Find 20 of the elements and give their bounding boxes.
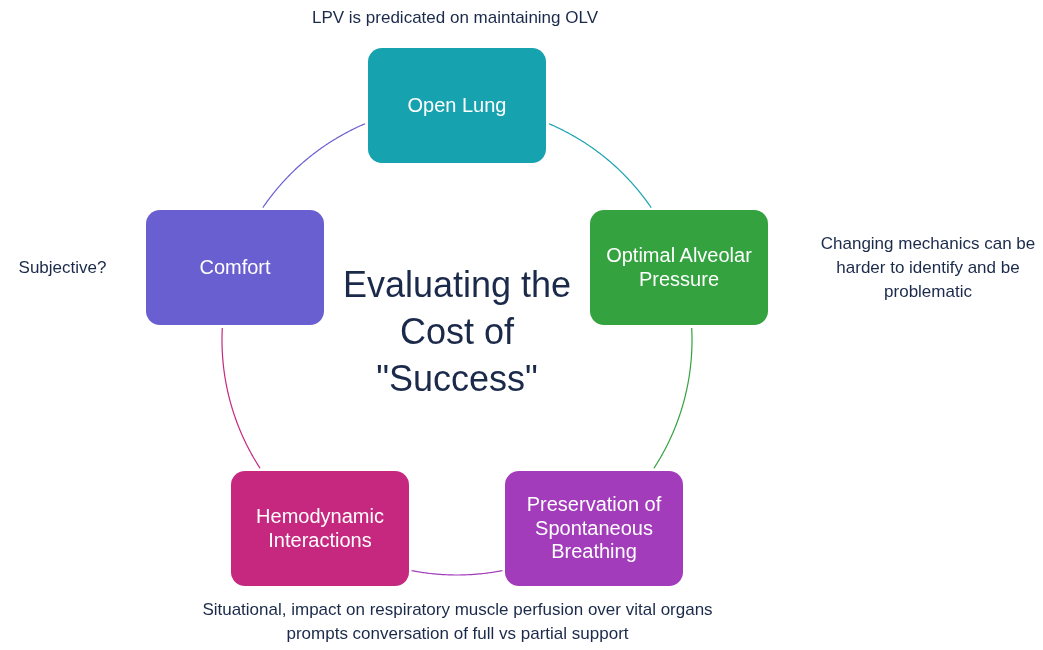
box-label: Open Lung (407, 93, 507, 118)
annotation-text: Subjective? (17, 257, 108, 279)
annotation-text: LPV is predicated on maintaining OLV (311, 7, 599, 29)
box-label: Hemodynamic Interactions (255, 504, 385, 553)
process-box (590, 210, 768, 325)
box-label: Preservation of Spontaneous Breathing (525, 493, 663, 564)
annotation-text: Situational, impact on respiratory muscle perfusion over vital organs prompts conversation of full vs partial support (201, 599, 714, 645)
process-box (505, 471, 683, 586)
connector-arc (221, 327, 261, 469)
annotation-text: Changing mechanics can be harder to identify and be problematic (819, 233, 1037, 303)
process-box (368, 48, 546, 163)
box-label: Optimal Alveolar Pressure (605, 243, 753, 292)
connector-arc (548, 123, 652, 209)
connector-arc (410, 569, 504, 576)
connector-arc (653, 327, 693, 469)
process-box (231, 471, 409, 586)
connector-arc (262, 123, 366, 209)
diagram-title: Evaluating the Cost of "Success" (341, 263, 573, 401)
process-box (146, 210, 324, 325)
box-label: Comfort (199, 255, 271, 280)
